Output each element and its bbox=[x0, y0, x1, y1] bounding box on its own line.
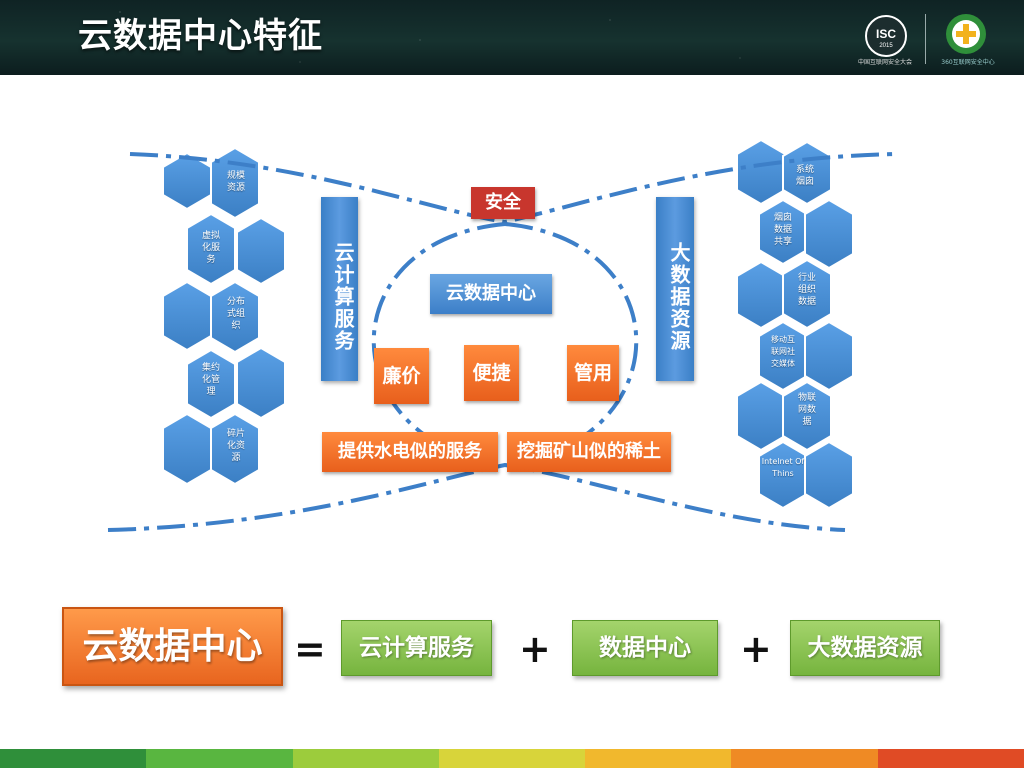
footer-segment bbox=[877, 749, 1024, 768]
left-hex bbox=[162, 280, 212, 352]
left-hex-label: 虚拟 化服 务 bbox=[201, 231, 220, 265]
feature-cheap: 廉价 bbox=[374, 348, 429, 404]
plus-sign: + bbox=[740, 627, 772, 671]
left-hex-label: 集约 化管 理 bbox=[201, 363, 220, 397]
equation-term-cloud-computing: 云计算服务 bbox=[341, 620, 492, 676]
right-hex-label: 烟囱 数据 共享 bbox=[773, 213, 792, 247]
big-data-bar: 大数据资源 bbox=[656, 197, 694, 381]
left-hex-column bbox=[162, 146, 286, 486]
left-hex bbox=[186, 212, 236, 286]
feature-convenient: 便捷 bbox=[464, 345, 519, 401]
mining-label: 挖掘矿山似的稀土 bbox=[507, 432, 671, 472]
footer-segment bbox=[585, 749, 732, 768]
logo-divider bbox=[925, 14, 926, 64]
equation-term-big-data: 大数据资源 bbox=[790, 620, 940, 676]
page-title: 云数据中心特征 bbox=[78, 16, 323, 56]
left-hex bbox=[162, 412, 212, 486]
left-hex-label: 碎片 化资 源 bbox=[226, 429, 245, 463]
right-hex-label: 物联 网数 据 bbox=[797, 393, 816, 427]
utility-service-label: 提供水电似的服务 bbox=[322, 432, 498, 472]
header-bar: 云数据中心特征 ISC 2015 中国互联网安全大会 360互联网安全中心 bbox=[0, 0, 1024, 75]
isc-caption: 中国互联网安全大会 bbox=[857, 59, 912, 66]
right-hex bbox=[736, 380, 786, 452]
hourglass-dashed-lines bbox=[107, 152, 896, 532]
right-hex-label: 系统 烟囱 bbox=[795, 165, 814, 187]
feature-useful: 管用 bbox=[567, 345, 619, 401]
right-hex-label: Intelnet Of Thins bbox=[761, 457, 805, 478]
left-hex bbox=[186, 348, 236, 420]
footer-segment bbox=[731, 749, 878, 768]
left-hex-label: 分布 式组 织 bbox=[226, 297, 245, 331]
footer-segment bbox=[438, 749, 586, 768]
footer-segment bbox=[292, 749, 439, 768]
right-hex bbox=[736, 260, 786, 330]
shield-cross-logo-icon bbox=[946, 14, 986, 54]
right-hex-label: 行业 组织 数据 bbox=[797, 273, 816, 307]
isc-logo-icon: ISC 2015 bbox=[865, 15, 907, 57]
footer-segment bbox=[0, 749, 147, 768]
left-hex bbox=[236, 216, 286, 286]
header-background bbox=[0, 0, 1024, 75]
right-hex bbox=[782, 258, 832, 330]
isc-logo-year: 2015 bbox=[879, 43, 893, 49]
left-hex-label: 规模 资源 bbox=[226, 171, 245, 193]
right-hex bbox=[782, 380, 832, 452]
equals-sign: = bbox=[294, 627, 326, 671]
right-hex-column bbox=[736, 138, 854, 510]
footer-segment bbox=[146, 749, 293, 768]
left-hex bbox=[210, 280, 260, 354]
org-caption: 360互联网安全中心 bbox=[941, 59, 995, 66]
equation-cloud-dc: 云数据中心 bbox=[62, 607, 283, 686]
left-hex bbox=[236, 346, 286, 420]
equation-term-data-center: 数据中心 bbox=[572, 620, 718, 676]
right-hex-label: 移动互 联网社 交媒体 bbox=[771, 335, 795, 368]
security-label: 安全 bbox=[471, 187, 535, 219]
footer-color-stripe bbox=[0, 749, 1024, 768]
plus-sign: + bbox=[519, 627, 551, 671]
right-hex bbox=[804, 440, 854, 510]
cloud-computing-bar: 云计算服务 bbox=[321, 197, 358, 381]
right-hex bbox=[736, 138, 786, 206]
right-hex bbox=[804, 320, 854, 392]
right-hex bbox=[804, 198, 854, 270]
isc-logo-text: ISC bbox=[876, 27, 896, 41]
left-hex bbox=[210, 412, 260, 486]
cloud-dc-label: 云数据中心 bbox=[430, 274, 552, 314]
